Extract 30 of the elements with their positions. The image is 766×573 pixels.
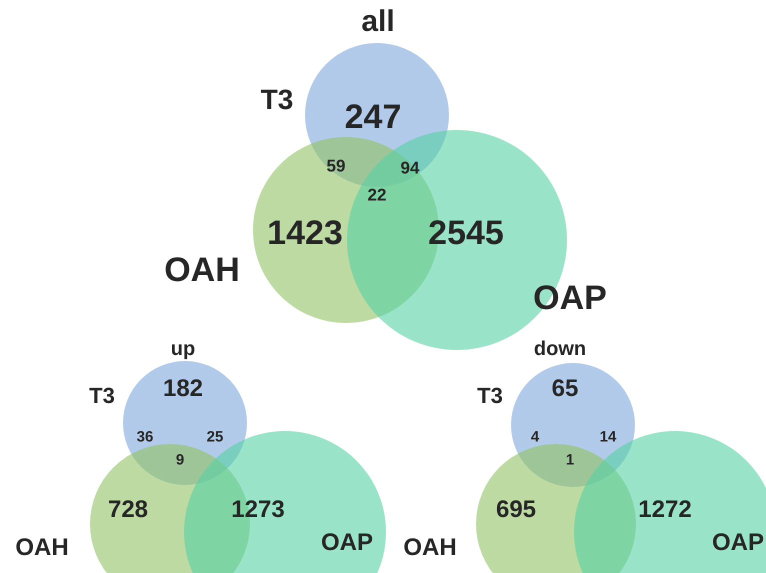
- count-label: 25: [206, 430, 224, 444]
- count-label: 14: [600, 430, 616, 444]
- count-label: 1273: [231, 498, 285, 522]
- venn-title: down: [534, 339, 586, 359]
- set-label: T3: [260, 86, 294, 114]
- count-label: 4: [530, 430, 540, 444]
- count-label: 728: [108, 498, 148, 522]
- count-label: 1423: [267, 216, 343, 250]
- venn-title: up: [170, 339, 196, 359]
- count-label: 94: [400, 160, 420, 176]
- count-label: 247: [344, 100, 402, 134]
- count-label: 182: [162, 377, 204, 401]
- count-label: 1272: [638, 498, 692, 522]
- count-label: 22: [368, 186, 386, 204]
- set-label: OAP: [712, 531, 764, 555]
- set-label: T3: [477, 385, 503, 407]
- set-label: OAH: [403, 536, 457, 560]
- count-label: 695: [496, 498, 536, 522]
- set-label: OAH: [15, 536, 69, 560]
- count-label: 1: [566, 452, 574, 468]
- set-label: T3: [89, 385, 115, 407]
- set-label: OAP: [321, 531, 373, 555]
- count-label: 36: [136, 430, 154, 444]
- count-label: 59: [326, 158, 346, 174]
- set-label: OAP: [533, 281, 607, 315]
- count-label: 65: [552, 377, 578, 401]
- count-label: 9: [176, 452, 184, 468]
- set-label: OAH: [164, 253, 240, 287]
- count-label: 2545: [428, 216, 504, 250]
- venn-title: all: [361, 7, 395, 37]
